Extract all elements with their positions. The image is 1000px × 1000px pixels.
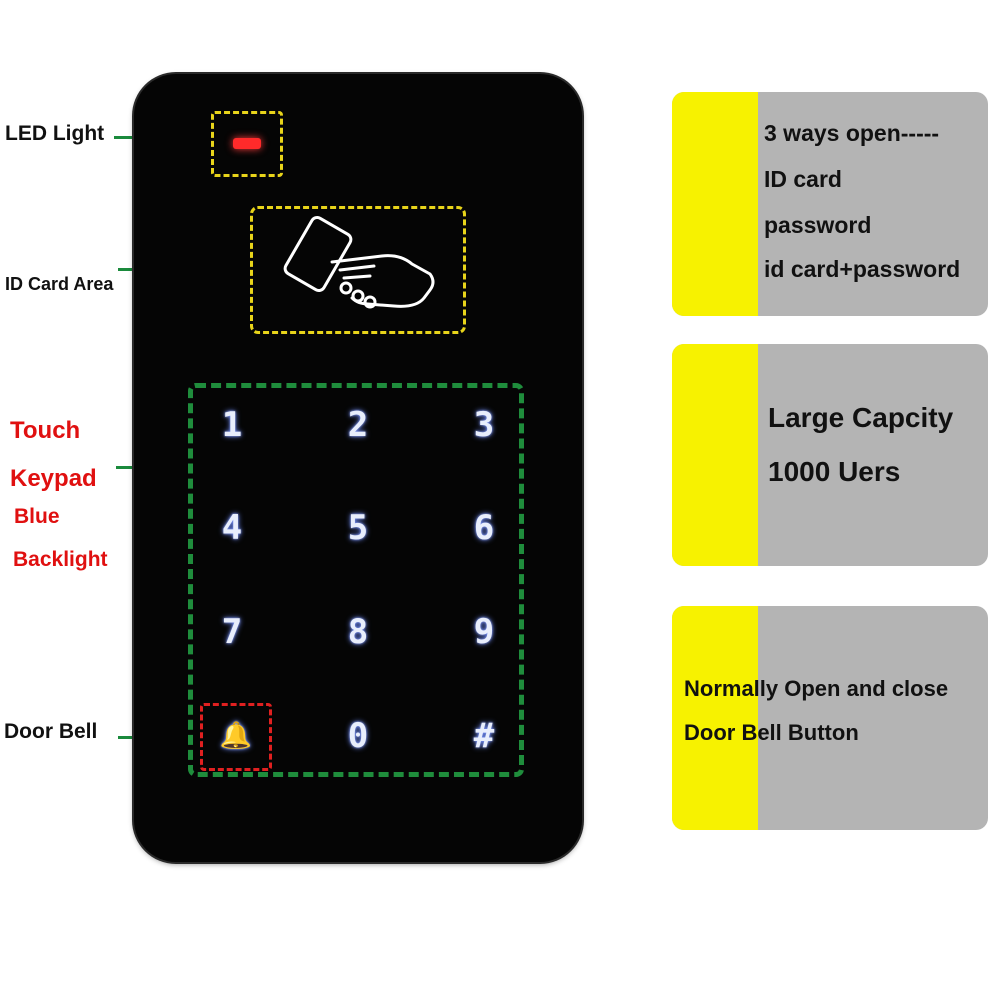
panel-accent xyxy=(672,606,758,830)
id-card-highlight-box xyxy=(250,206,466,334)
key-8[interactable]: 8 xyxy=(347,612,369,652)
key-9[interactable]: 9 xyxy=(473,612,495,652)
led-light-label: LED Light xyxy=(5,122,105,145)
led-highlight-box xyxy=(211,111,283,177)
key-3[interactable]: 3 xyxy=(473,405,495,445)
doorbell-panel-title: Normally Open and close xyxy=(684,676,949,701)
card-tap-icon xyxy=(283,215,435,309)
touch-label: Touch xyxy=(10,417,81,444)
doorbell-panel: Normally Open and close Door Bell Button xyxy=(672,606,988,830)
key-6[interactable]: 6 xyxy=(473,508,495,548)
panel-accent xyxy=(672,92,758,316)
capacity-panel: Large Capcity 1000 Uers xyxy=(672,344,988,566)
key-hash[interactable]: # xyxy=(473,716,495,756)
capacity-value: 1000 Uers xyxy=(768,456,901,487)
open-ways-line-2: password xyxy=(764,212,872,238)
capacity-title: Large Capcity xyxy=(768,402,954,433)
open-ways-title: 3 ways open----- xyxy=(764,120,940,146)
keypad-highlight-box xyxy=(188,383,524,777)
open-ways-line-1: ID card xyxy=(764,166,842,192)
doorbell-key[interactable]: 🔔 xyxy=(219,721,253,751)
key-2[interactable]: 2 xyxy=(347,405,369,445)
key-4[interactable]: 4 xyxy=(221,508,243,548)
backlight-label: Backlight xyxy=(13,548,108,571)
key-0[interactable]: 0 xyxy=(347,716,369,756)
key-7[interactable]: 7 xyxy=(221,612,243,652)
doorbell-highlight-box xyxy=(200,703,272,771)
key-1[interactable]: 1 xyxy=(221,405,243,445)
led-indicator xyxy=(233,138,261,149)
open-ways-line-3: id card+password xyxy=(764,256,961,282)
access-control-device xyxy=(134,74,582,862)
id-card-area-label: ID Card Area xyxy=(5,274,114,294)
blue-label: Blue xyxy=(14,505,60,528)
open-ways-panel: 3 ways open----- ID card password id car… xyxy=(672,92,988,316)
door-bell-label: Door Bell xyxy=(4,720,98,743)
keypad-label: Keypad xyxy=(10,465,97,492)
panel-accent xyxy=(672,344,758,566)
doorbell-panel-subtitle: Door Bell Button xyxy=(684,720,859,745)
key-5[interactable]: 5 xyxy=(347,508,369,548)
